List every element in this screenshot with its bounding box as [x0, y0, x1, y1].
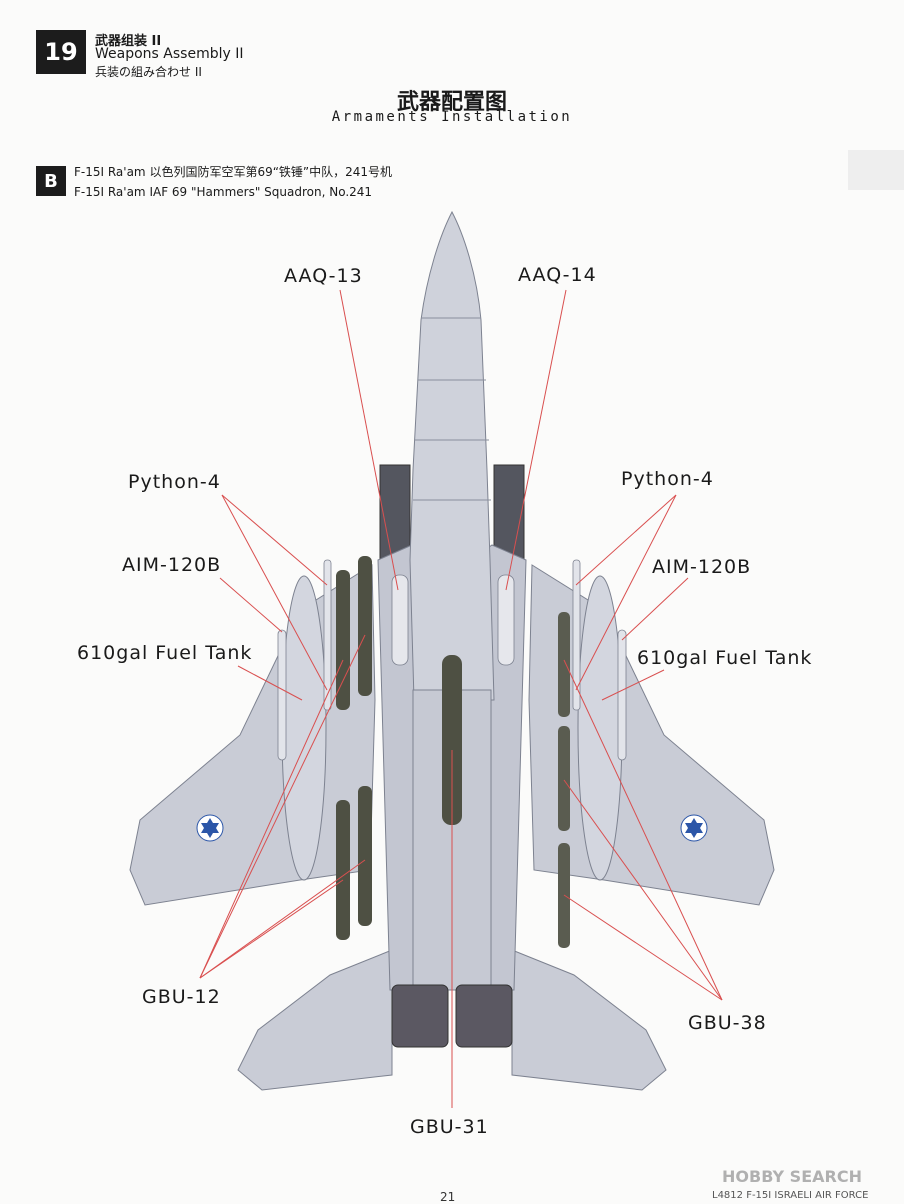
page-title-en: Armaments Installation — [331, 109, 573, 125]
leader-line — [221, 494, 328, 586]
footer-kit-code: L4812 F-15I ISRAELI AIR FORCE — [712, 1190, 869, 1201]
leader-line — [221, 494, 328, 691]
label-gbu38: GBU-38 — [688, 1012, 767, 1034]
leader-line — [199, 659, 344, 979]
label-gbu31: GBU-31 — [410, 1116, 489, 1138]
leader-line — [199, 859, 366, 979]
leader-line — [621, 577, 689, 641]
gbu38-bomb — [558, 726, 570, 831]
decorative-patch — [848, 150, 904, 190]
leader-line — [237, 665, 303, 701]
leader-line — [199, 879, 344, 979]
leader-line — [563, 659, 723, 1001]
fuel-tank-right — [577, 575, 623, 881]
python4-left — [323, 559, 332, 711]
fuselage — [409, 210, 495, 701]
leader-lines — [199, 289, 723, 1108]
label-python4-right: Python-4 — [621, 468, 714, 490]
label-fuel-tank-right: 610gal Fuel Tank — [637, 647, 813, 669]
gbu38-bomb — [558, 612, 570, 717]
aaq13-pod — [391, 574, 409, 666]
leader-line — [563, 894, 723, 1001]
gbu12-bomb — [358, 556, 372, 696]
leader-line — [199, 634, 366, 979]
external-stores — [277, 556, 627, 948]
watermark-logo: HOBBY SEARCH — [722, 1167, 862, 1186]
gbu12-bomb — [336, 800, 350, 940]
label-fuel-tank-left: 610gal Fuel Tank — [77, 642, 253, 664]
right-nozzle — [455, 984, 513, 1048]
leader-line — [575, 494, 677, 691]
left-stabilizer — [237, 949, 393, 1091]
label-gbu12: GBU-12 — [142, 986, 221, 1008]
aim120-right — [617, 629, 627, 761]
leader-line — [505, 289, 567, 591]
label-aim120b-right: AIM-120B — [652, 556, 752, 578]
label-python4-left: Python-4 — [128, 471, 221, 493]
left-nozzle — [391, 984, 449, 1048]
page-number: 21 — [440, 1190, 456, 1204]
step-title-en: Weapons Assembly II — [95, 46, 244, 62]
leader-line — [575, 494, 677, 586]
label-aaq13: AAQ-13 — [284, 265, 363, 287]
leader-line — [339, 289, 399, 591]
leader-line — [219, 577, 283, 633]
section-letter-box: B — [36, 166, 66, 196]
gbu12-bomb — [358, 786, 372, 926]
section-caption-en: F-15I Ra'am IAF 69 "Hammers" Squadron, N… — [74, 185, 373, 199]
gbu12-bomb — [336, 570, 350, 710]
step-title-cn: 武器组装 II — [95, 34, 162, 49]
page-title-cn: 武器配置图 — [396, 90, 507, 115]
python4-right — [572, 559, 581, 711]
aim120-left — [277, 629, 287, 761]
label-aim120b-left: AIM-120B — [122, 554, 222, 576]
section-caption-cn: F-15I Ra'am 以色列国防军空军第69“铁锤”中队，241号机 — [74, 165, 393, 179]
step-number-box: 19 — [36, 30, 86, 74]
leader-line — [563, 779, 723, 1001]
leader-line — [601, 669, 665, 701]
right-stabilizer — [511, 949, 667, 1091]
label-aaq14: AAQ-14 — [518, 264, 597, 286]
fuel-tank-left — [281, 575, 327, 881]
step-title-jp: 兵装の組み合わせ II — [95, 65, 202, 79]
aaq14-pod — [497, 574, 515, 666]
gbu31-bomb — [442, 655, 462, 825]
